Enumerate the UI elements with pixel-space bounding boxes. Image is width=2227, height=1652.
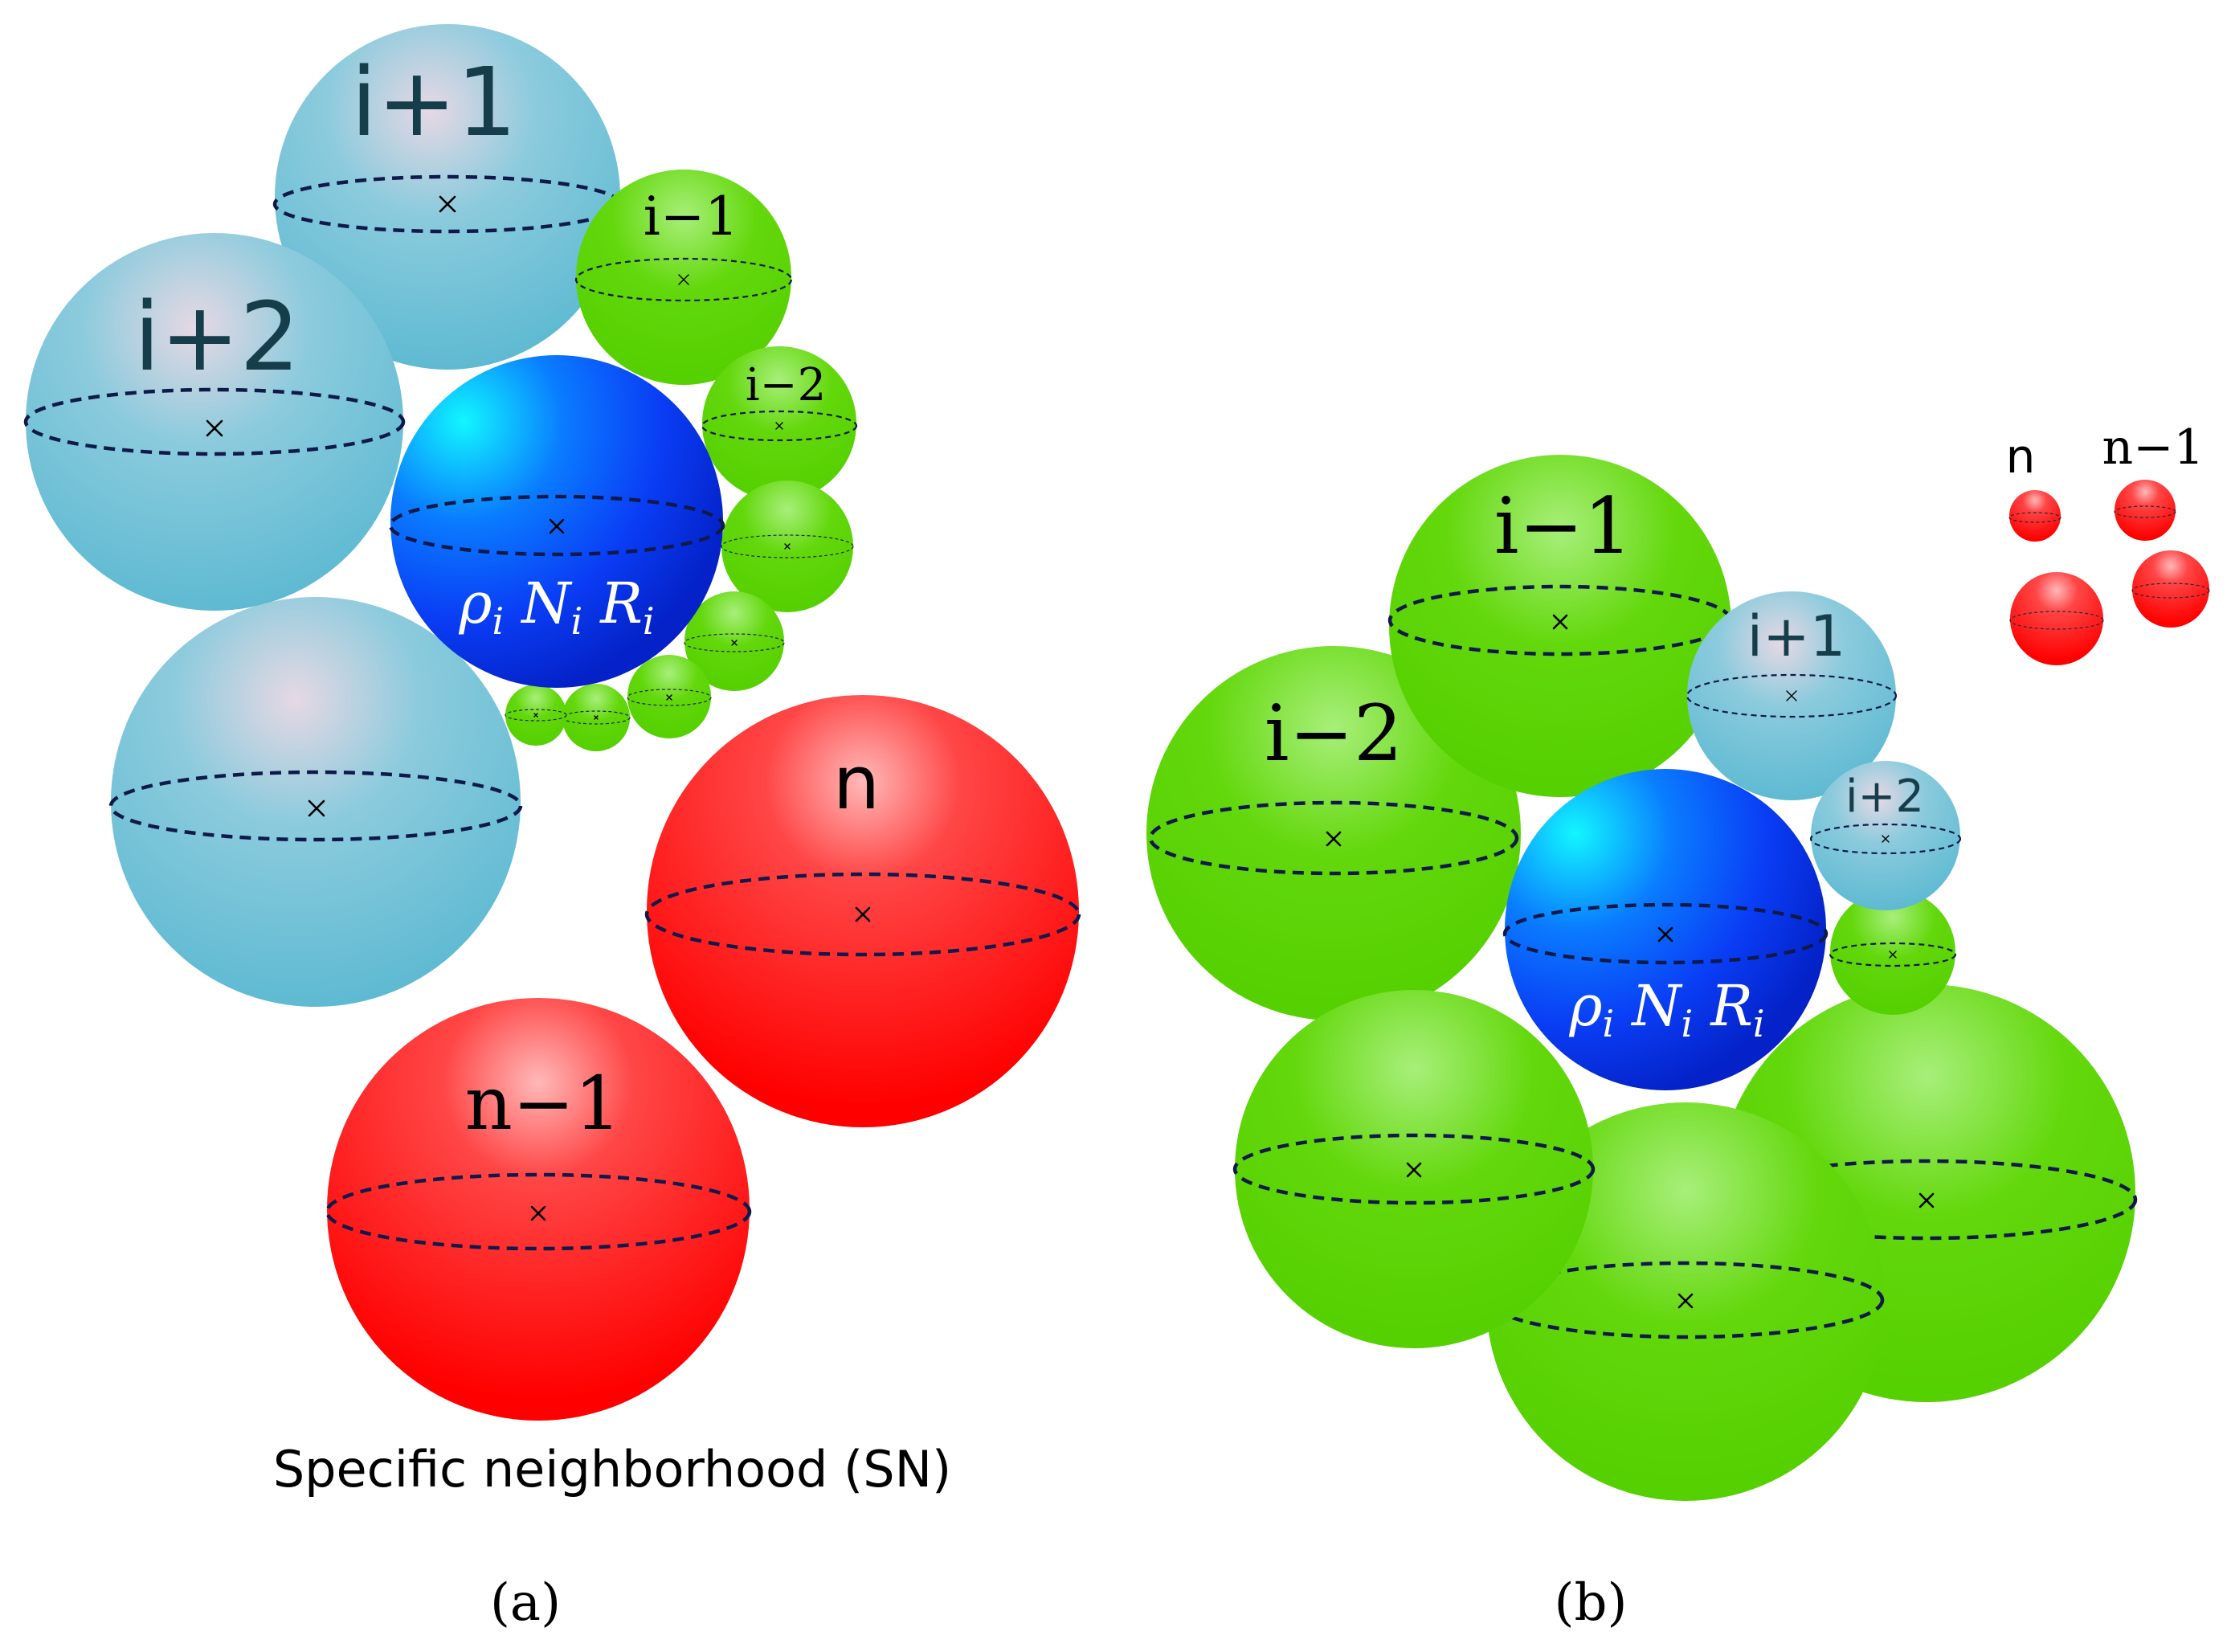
panel-a-caption: Specific neighborhood (SN) <box>273 1440 951 1499</box>
panel-b-label: (b) <box>1555 1573 1628 1633</box>
center-cross-icon <box>530 1205 546 1221</box>
panel-b-red-sphere-4 <box>2131 550 2210 628</box>
panel-a-sphere-i-minus-1: i−1 <box>574 170 793 385</box>
center-cross-icon <box>308 799 325 817</box>
panel-a-label-i-plus-1: i+1 <box>351 47 517 157</box>
rho-symbol: ρ <box>458 570 492 636</box>
panel-b-sphere-i-minus-1: i−1 <box>1387 455 1733 797</box>
panel-b-label-n-minus-1: n−1 <box>2102 419 2204 476</box>
center-cross-icon <box>1882 835 1890 843</box>
center-cross-icon <box>731 640 738 646</box>
panel-a-sphere-green-5 <box>627 655 712 738</box>
center-cross-icon <box>594 715 599 720</box>
panel-a-sphere-green-3 <box>721 480 854 612</box>
center-cross-icon <box>1406 1162 1422 1178</box>
rho-symbol: ρ <box>1568 973 1602 1039</box>
panel-b-red-sphere-3 <box>2009 572 2104 665</box>
panel-a-label-i-plus-2: i+2 <box>134 281 300 392</box>
panel-b-label-n: n <box>2006 429 2036 484</box>
center-cross-icon <box>678 274 689 285</box>
panel-a-sphere-n: n <box>644 695 1081 1127</box>
r-subscript: i <box>1753 1002 1765 1045</box>
panel-b-label-i-plus-2: i+2 <box>1845 771 1924 823</box>
panel-a-label-n: n <box>833 740 880 826</box>
panel-a-label-n-minus-1: n−1 <box>465 1061 622 1147</box>
panel-b-label-i-minus-2: i−2 <box>1265 689 1403 779</box>
panel-b-sphere-i-plus-2: i+2 <box>1809 761 1962 910</box>
panel-a-sphere-n-minus-1: n−1 <box>325 998 752 1421</box>
panel-b-sphere-green-left <box>1232 990 1596 1348</box>
center-cross-icon <box>855 906 871 922</box>
center-cross-icon <box>1552 614 1568 630</box>
center-cross-icon <box>666 694 672 701</box>
center-cross-icon <box>1918 1192 1935 1208</box>
n-symbol: N <box>1630 973 1683 1039</box>
r-symbol: R <box>599 570 643 636</box>
panel-a-sphere-green-7 <box>505 685 567 746</box>
panel-b-red-sphere-2 <box>2114 480 2176 541</box>
panel-b-red-cluster: n n−1 <box>2006 419 2210 665</box>
r-symbol: R <box>1709 973 1753 1039</box>
panel-b-label-i-plus-1: i+1 <box>1747 603 1846 669</box>
panel-b-sphere-i-plus-1: i+1 <box>1686 591 1898 800</box>
center-cross-icon <box>775 422 783 430</box>
center-cross-icon <box>533 713 538 718</box>
panel-a-sphere-green-6 <box>562 684 631 751</box>
n-symbol: N <box>520 570 573 636</box>
rho-subscript: i <box>492 599 505 643</box>
center-cross-icon <box>1677 1293 1694 1309</box>
panel-b-sphere-i-minus-2: i−2 <box>1146 646 1521 1020</box>
panel-a-sphere-blue-lower <box>108 597 523 1007</box>
center-cross-icon <box>439 195 456 213</box>
center-cross-icon <box>206 419 223 437</box>
panel-a-sphere-green-4 <box>684 591 785 691</box>
center-cross-icon <box>1786 690 1797 701</box>
rho-subscript: i <box>1603 1002 1615 1045</box>
center-cross-icon <box>1657 926 1673 943</box>
panel-b: i−2 i−1 <box>1146 419 2210 1633</box>
r-subscript: i <box>643 599 655 643</box>
panel-a-label: (a) <box>490 1573 561 1633</box>
center-cross-icon <box>549 518 565 534</box>
n-subscript: i <box>1681 1002 1693 1045</box>
panel-a-sphere-i-plus-1: i+1 <box>272 24 623 370</box>
center-cross-icon <box>1326 831 1342 847</box>
center-cross-icon <box>784 543 791 550</box>
panel-a-sphere-i-plus-2: i+2 <box>23 233 406 611</box>
panel-b-label-i-minus-1: i−1 <box>1494 481 1632 571</box>
panel-a-label-i-minus-1: i−1 <box>644 186 738 247</box>
panel-a: i+1 i+2 i−1 i−2 <box>23 24 1081 1633</box>
panel-a-sphere-i-minus-2: i−2 <box>701 346 858 501</box>
panel-b-red-sphere-1 <box>2008 490 2062 542</box>
n-subscript: i <box>570 599 582 643</box>
panel-a-label-i-minus-2: i−2 <box>746 359 826 411</box>
center-cross-icon <box>1889 951 1897 959</box>
panel-b-sphere-green-small <box>1829 889 1957 1015</box>
